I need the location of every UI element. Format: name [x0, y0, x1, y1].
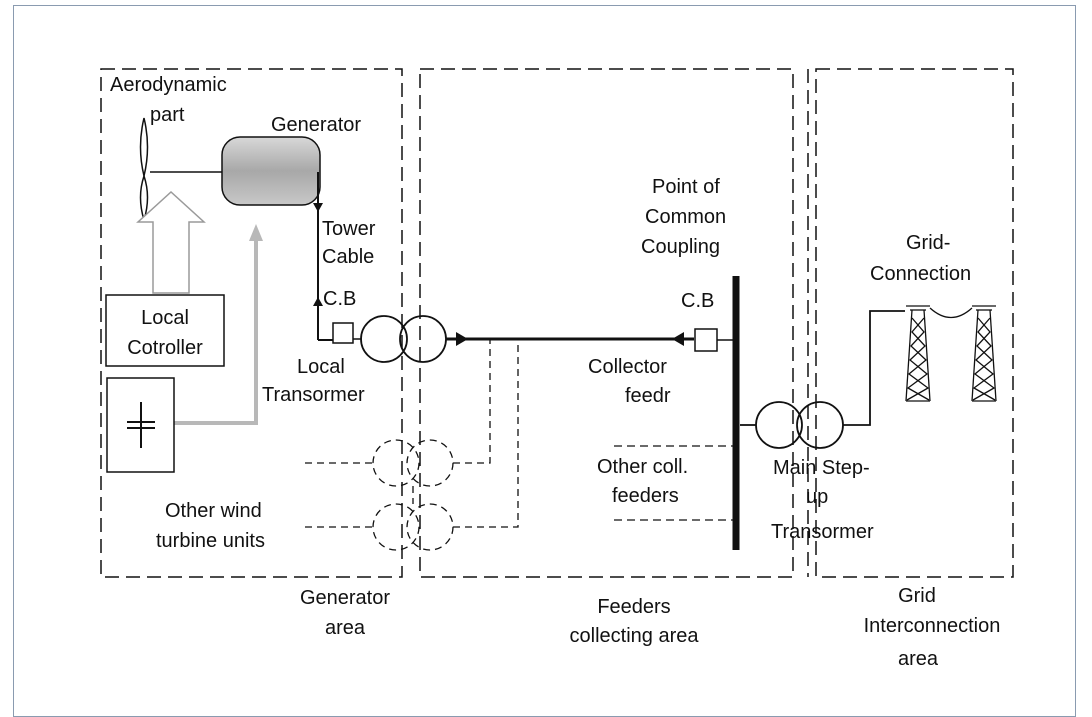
control-arrow-up — [136, 190, 206, 294]
feeder-arrow-right — [672, 332, 684, 346]
label-tower: Tower — [322, 218, 376, 240]
turbine-blade-icon — [139, 117, 149, 223]
label-other-coll-2: feeders — [612, 485, 679, 507]
feeder-arrow-left — [456, 332, 468, 346]
control-signal-arrow — [173, 224, 263, 425]
label-pcc-3: Coupling — [641, 236, 720, 258]
label-cb-left: C.B — [323, 288, 356, 310]
grid-tower-icon — [905, 305, 931, 402]
grid-tower-icon-2 — [971, 305, 997, 402]
local-controller-box — [105, 294, 225, 367]
label-grid-area-1: Grid — [898, 585, 936, 607]
label-feeders-area-2: collecting area — [570, 625, 700, 647]
label-main-step-3: Transormer — [771, 521, 874, 543]
generator-icon — [221, 136, 321, 206]
main-step-up-transformer-icon — [740, 310, 905, 449]
label-main-step-1: Main Step- — [773, 457, 870, 479]
label-cb-right: C.B — [681, 290, 714, 312]
cb-right-box — [694, 328, 718, 352]
label-feeders-area-1: Feeders — [597, 596, 670, 618]
local-transformer-icon — [360, 315, 447, 363]
label-main-step-2: up — [806, 486, 828, 508]
label-local-transformer-2: Transormer — [262, 384, 365, 406]
label-grid-area-3: area — [898, 648, 939, 670]
tower-cable-arrow-bottom — [313, 297, 323, 306]
other-wind-turbine-units-lines — [305, 339, 519, 551]
label-generator: Generator — [271, 114, 361, 136]
label-generator-area-1: Generator — [300, 587, 390, 609]
converter-icon — [127, 402, 155, 448]
label-grid-conn-1: Grid- — [906, 232, 950, 254]
label-local-controller-2: Cotroller — [127, 337, 203, 359]
label-collector-1: Collector — [588, 356, 667, 378]
label-pcc-2: Common — [645, 206, 726, 228]
label-local-transformer-1: Local — [297, 356, 345, 378]
grid-interconnection-area-box — [815, 68, 1014, 578]
label-local-controller-1: Local — [141, 307, 189, 329]
tower-cable-arrow-top — [313, 203, 323, 212]
label-grid-conn-2: Connection — [870, 263, 971, 285]
label-other-wind-2: turbine units — [156, 530, 265, 552]
label-other-wind-1: Other wind — [165, 500, 262, 522]
label-aerodynamic: Aerodynamic — [110, 74, 227, 96]
label-collector-2: feedr — [625, 385, 671, 407]
label-generator-area-2: area — [325, 617, 366, 639]
label-aerodynamic-part: part — [150, 104, 185, 126]
other-collector-feeders-lines — [614, 445, 733, 521]
generator-area-box — [100, 68, 403, 578]
label-other-coll-1: Other coll. — [597, 456, 688, 478]
label-pcc-1: Point of — [652, 176, 720, 198]
label-grid-area-2: Interconnection — [864, 615, 1001, 637]
label-cable: Cable — [322, 246, 374, 268]
overhead-line — [929, 307, 973, 319]
cb-left-box — [332, 322, 354, 344]
